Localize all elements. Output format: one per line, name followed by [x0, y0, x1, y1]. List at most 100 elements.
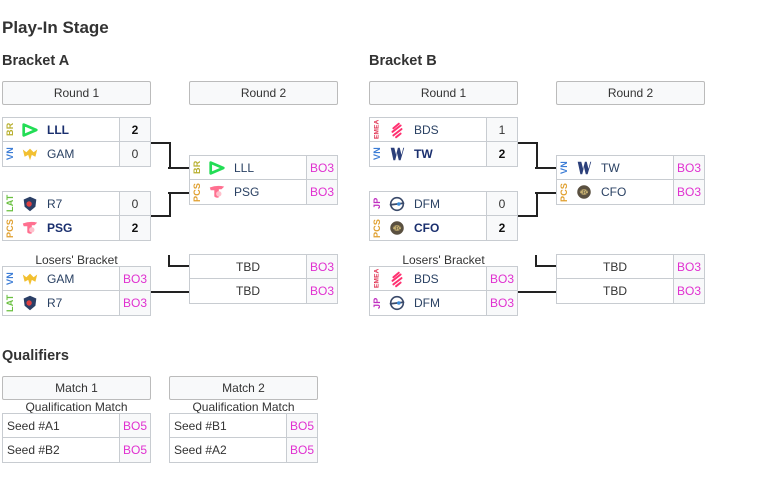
team-name[interactable]: GAM: [47, 271, 75, 286]
score: 1: [486, 118, 517, 141]
team-name[interactable]: PSG: [47, 221, 73, 235]
qualifier-match-header: Match 2: [169, 376, 318, 400]
region-tag: VN: [5, 147, 15, 161]
region-tag: PCS: [192, 182, 202, 202]
team-name[interactable]: GAM: [47, 147, 75, 161]
seed-label: Seed #B2: [7, 443, 60, 457]
score: 0: [119, 142, 150, 166]
psg-logo-icon: [204, 180, 230, 204]
match-format: BO3: [673, 279, 704, 303]
bracket-b-title: Bracket B: [369, 53, 437, 69]
team-name[interactable]: TW: [414, 147, 433, 161]
region-tag: LAT: [5, 194, 15, 213]
match-format: BO5: [286, 414, 317, 437]
region-tag: LAT: [5, 294, 15, 312]
team-row[interactable]: VN GAM 0: [2, 142, 151, 167]
match-format: BO5: [119, 414, 150, 437]
score: 2: [486, 142, 517, 166]
region-tag: JP: [372, 197, 382, 210]
seed-label: Seed #B1: [174, 418, 227, 433]
team-row[interactable]: Seed #B1 BO5: [169, 413, 318, 438]
bracket-connector: [151, 291, 189, 293]
team-name[interactable]: LLL: [234, 160, 255, 175]
bracket-connector: [168, 192, 189, 194]
score: 2: [119, 216, 150, 240]
bracket-b-round2-header: Round 2: [556, 81, 705, 105]
region-tag: EMEA: [373, 119, 381, 140]
region-tag: JP: [372, 297, 382, 309]
losers-bracket-label: Losers' Bracket: [35, 253, 118, 267]
team-name[interactable]: DFM: [414, 296, 440, 310]
match-format: BO3: [306, 255, 337, 278]
team-row[interactable]: EMEA BDS BO3: [369, 266, 518, 291]
team-name[interactable]: CFO: [601, 185, 627, 199]
qualification-match-label: Qualification Match: [192, 400, 295, 414]
bracket-connector: [151, 192, 171, 217]
region-tag: EMEA: [373, 268, 381, 289]
bracket-connector: [535, 192, 556, 194]
team-name[interactable]: R7: [47, 196, 63, 211]
region-tag: VN: [372, 147, 382, 161]
score: 2: [486, 216, 517, 240]
match-format: BO3: [673, 255, 704, 278]
cfo-logo-icon: CFO: [384, 216, 410, 240]
bracket-a-round2-header: Round 2: [189, 81, 338, 105]
team-name[interactable]: BDS: [414, 122, 439, 137]
team-name[interactable]: BDS: [414, 271, 439, 286]
team-row[interactable]: TBD BO3: [189, 279, 338, 304]
r7-logo-icon: [17, 192, 43, 215]
match-format: BO3: [673, 180, 704, 204]
team-row[interactable]: VN TW 2: [369, 142, 518, 167]
bracket-b-round1-header: Round 1: [369, 81, 518, 105]
team-row[interactable]: EMEA BDS 1: [369, 117, 518, 142]
seed-label: Seed #A2: [174, 443, 227, 457]
match-format: BO3: [306, 279, 337, 303]
team-name[interactable]: R7: [47, 296, 63, 310]
match-format: BO3: [306, 156, 337, 179]
match-format: BO3: [119, 267, 150, 290]
region-tag: VN: [559, 161, 569, 174]
team-name[interactable]: CFO: [414, 221, 440, 235]
region-tag: BR: [5, 122, 15, 137]
team-name: TBD: [236, 284, 260, 298]
match-format: BO3: [486, 267, 517, 290]
team-name[interactable]: LLL: [47, 122, 69, 137]
bracket-connector: [518, 192, 538, 217]
lll-logo-icon: [204, 156, 230, 179]
team-name[interactable]: PSG: [234, 185, 260, 199]
region-tag: PCS: [372, 218, 382, 238]
team-name[interactable]: TW: [601, 160, 620, 175]
qualifier-match-header: Match 1: [2, 376, 151, 400]
team-name[interactable]: DFM: [414, 196, 440, 211]
